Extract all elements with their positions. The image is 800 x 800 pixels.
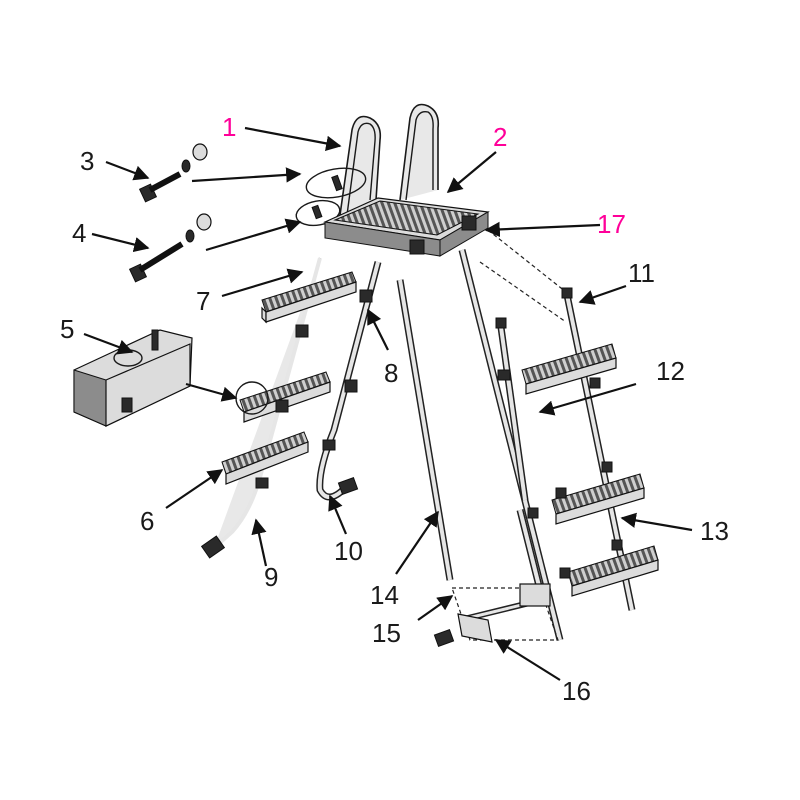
callout-labels: 1 2 3 4 5 6 7 8 9 10 11 12 13 14 15 16 1… (60, 112, 729, 706)
base-anchor-block (73, 329, 193, 427)
leader-arrows (83, 126, 693, 681)
callout-11: 11 (628, 258, 655, 288)
handrail-loops (339, 103, 440, 216)
callout-3: 3 (80, 146, 94, 176)
callout-8: 8 (384, 358, 398, 388)
callout-10: 10 (334, 536, 363, 566)
left-ladder-assembly (200, 257, 382, 559)
left-step-lower (221, 431, 309, 485)
callout-12: 12 (656, 356, 685, 386)
bolt-part-4 (128, 213, 212, 283)
callout-4: 4 (72, 218, 86, 248)
callout-1: 1 (222, 112, 236, 142)
bolt-detail-circles (295, 167, 367, 227)
left-step-upper (261, 271, 357, 324)
top-platform (322, 197, 490, 257)
callout-7: 7 (196, 286, 210, 316)
callout-15: 15 (372, 618, 401, 648)
callout-16: 16 (562, 676, 591, 706)
callout-2: 2 (493, 122, 507, 152)
bolt-part-3 (138, 143, 208, 203)
callout-6: 6 (140, 506, 154, 536)
callout-14: 14 (370, 580, 399, 610)
callout-5: 5 (60, 314, 74, 344)
callout-17: 17 (597, 209, 626, 239)
callout-9: 9 (264, 562, 278, 592)
callout-13: 13 (700, 516, 729, 546)
right-ladder-assembly (396, 229, 659, 648)
